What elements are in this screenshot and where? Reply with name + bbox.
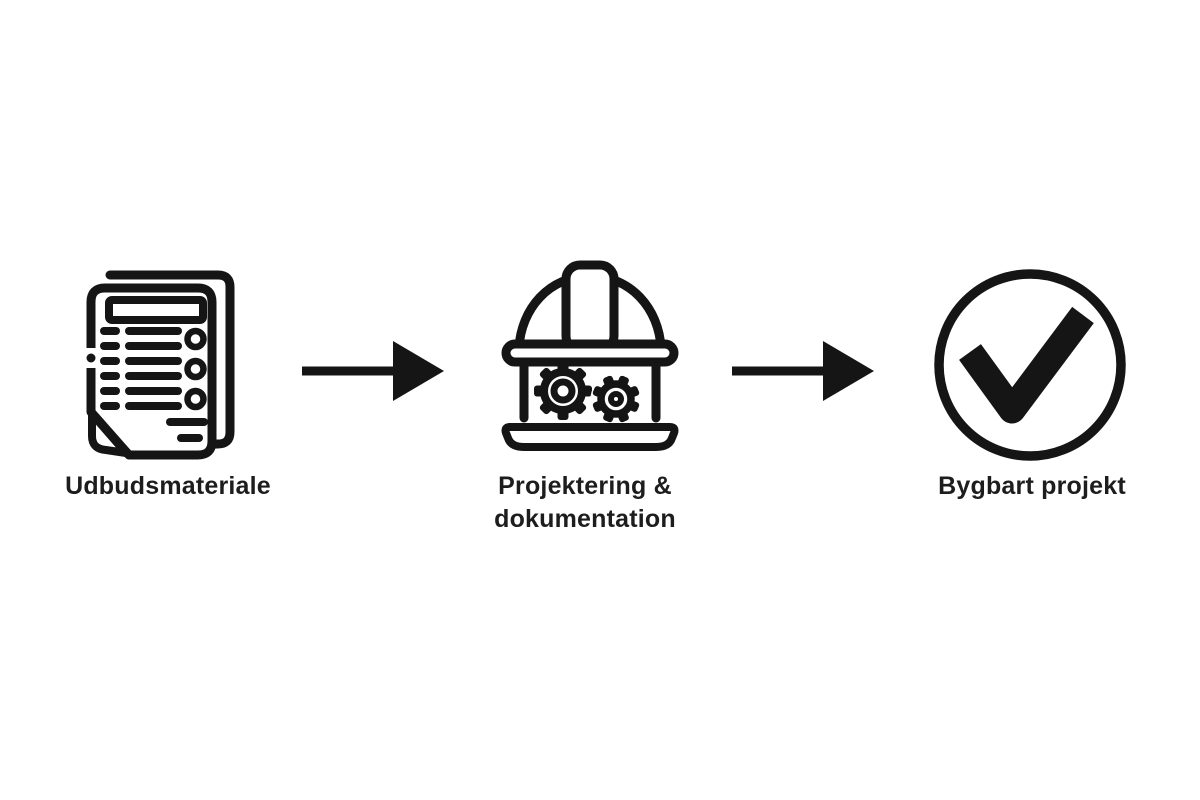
arrow-right-icon bbox=[302, 341, 444, 401]
step-label-udbudsmateriale: Udbudsmateriale bbox=[65, 472, 271, 500]
gear-large-icon bbox=[534, 362, 592, 420]
hardhat-gears-icon bbox=[501, 260, 679, 451]
gear-small-icon bbox=[590, 373, 642, 425]
step-udbudsmateriale bbox=[82, 252, 242, 462]
step-label-projektering: Projektering & dokumentation bbox=[494, 472, 676, 533]
step-bygbart-projekt bbox=[930, 265, 1130, 465]
step-projektering bbox=[500, 260, 680, 460]
connector-1 bbox=[301, 339, 446, 403]
checkmark-circle-icon bbox=[934, 269, 1126, 461]
step-label-bygbart-projekt: Bygbart projekt bbox=[938, 472, 1126, 500]
connector-2 bbox=[731, 339, 876, 403]
tender-document-icon bbox=[85, 270, 235, 460]
arrow-right-icon bbox=[732, 341, 874, 401]
